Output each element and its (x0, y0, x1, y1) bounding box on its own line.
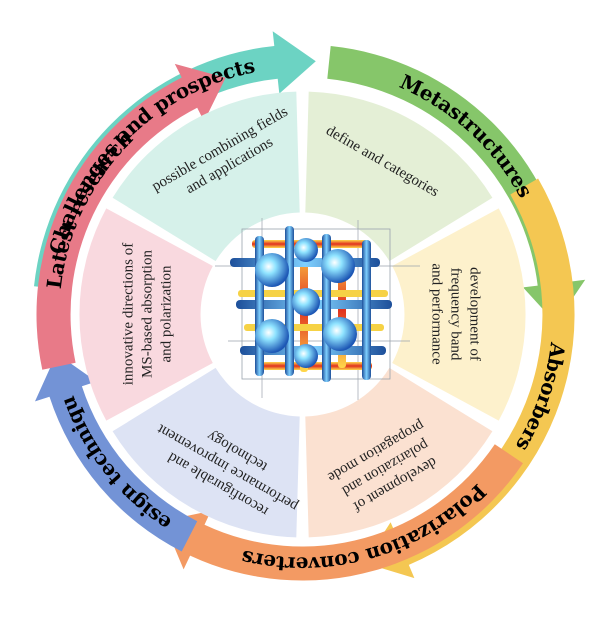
absorbers-segment-line: development of (467, 267, 483, 361)
design-segment (112, 367, 300, 538)
challenges-segment (112, 91, 300, 262)
absorbers-segment-line: frequency band (448, 268, 464, 361)
polarization-arrow (163, 444, 524, 581)
latest-segment (79, 208, 213, 421)
absorbers-segment-line: and performance (429, 263, 445, 365)
latest-segment-line: and polarization (158, 265, 174, 363)
design-arrow (35, 353, 198, 552)
polarization-segment (305, 367, 493, 538)
latest-segment-line: MS-based absorption (139, 250, 155, 378)
metastructures-segment (305, 91, 493, 262)
metastructure-3d-render (215, 218, 420, 400)
latest-segment-line: innovative directions of (120, 243, 136, 385)
absorbers-segment (392, 208, 526, 421)
latest-arrow (36, 63, 226, 370)
